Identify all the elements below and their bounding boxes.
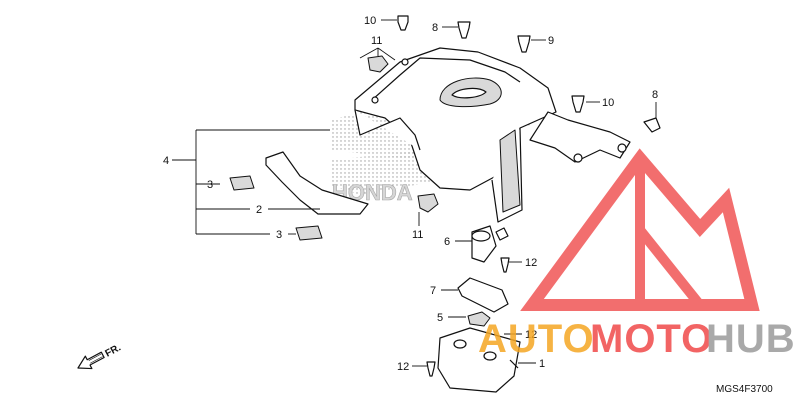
pad-3-lower [295, 225, 323, 241]
pad-3-upper [229, 175, 255, 191]
seal-piece-2 [265, 151, 369, 215]
front-arrow: FR. [77, 342, 123, 370]
callout-1: 1 [539, 358, 545, 370]
bracket-7 [457, 277, 509, 313]
callout-10-top: 10 [364, 15, 376, 27]
callout-12-mid: 12 [525, 329, 537, 341]
screw-8-top [457, 21, 471, 39]
clip-11-mid [417, 193, 439, 213]
callout-5: 5 [437, 312, 443, 324]
watermark-auto: AUTO [478, 317, 595, 361]
callout-4: 4 [163, 155, 169, 167]
clip-5 [467, 311, 491, 327]
watermark-text: AUTO MOTO HUB [478, 317, 796, 361]
callout-7: 7 [430, 285, 436, 297]
callout-3-lower: 3 [276, 229, 282, 241]
watermark-hub: HUB [706, 317, 796, 361]
upper-cover [354, 47, 631, 223]
watermark-moto: MOTO [590, 317, 713, 361]
front-arrow-label: FR. [103, 342, 123, 359]
callout-12-lower: 12 [397, 361, 409, 373]
automotohub-watermark [520, 148, 760, 311]
leader-lines [172, 19, 657, 367]
key-cylinder-6 [471, 225, 509, 263]
callout-6: 6 [444, 236, 450, 248]
callout-11-mid: 11 [412, 229, 423, 241]
callout-2: 2 [256, 204, 262, 216]
screw-8-right [643, 117, 661, 133]
callout-3-upper: 3 [207, 179, 213, 191]
screw-10-right [571, 95, 585, 113]
pocket-box-1 [437, 327, 521, 393]
callout-12-upper: 12 [525, 257, 537, 269]
callout-10-right: 10 [602, 97, 614, 109]
diagram-code: MGS4F3700 [716, 384, 773, 395]
callout-11-top: 11 [371, 35, 382, 47]
clip-11-top [367, 55, 389, 73]
watermark-triangle [520, 148, 760, 311]
screw-10-top [397, 15, 409, 31]
screw-12-upper [500, 257, 510, 273]
callout-labels: 10 8 9 11 10 8 4 3 2 11 3 6 12 7 5 12 1 … [163, 15, 658, 373]
callout-8-right: 8 [652, 89, 658, 101]
callout-8-top: 8 [432, 22, 438, 34]
callout-9: 9 [548, 35, 554, 47]
screw-12-lower [426, 361, 436, 377]
screw-9 [517, 35, 531, 53]
